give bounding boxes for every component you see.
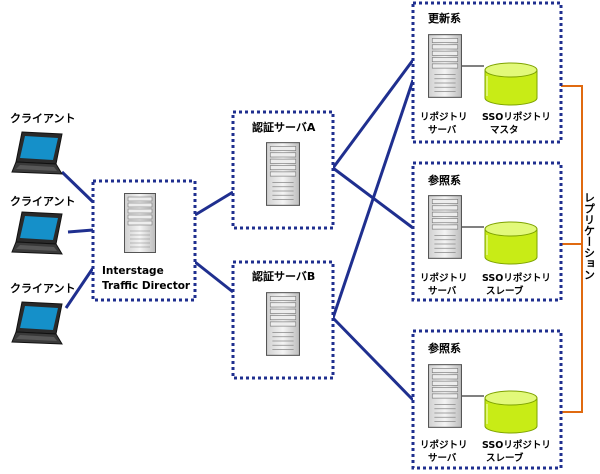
server-icon	[124, 192, 156, 254]
server-label-2: サーバ	[428, 452, 457, 464]
group-title: 参照系	[428, 173, 461, 187]
laptop-icon	[11, 131, 63, 175]
client-label: クライアント	[10, 195, 76, 208]
reference-group-1-box: 参照系 リポジトリ サーバ SSOリポジトリ スレーブ	[411, 161, 563, 302]
auth-server-b-label: 認証サーバB	[252, 269, 315, 283]
server-icon	[266, 142, 300, 206]
link-td-authB	[194, 260, 234, 294]
link-td-authA	[194, 190, 234, 217]
client-label: クライアント	[10, 282, 76, 295]
group-title: 更新系	[428, 11, 461, 25]
db-label-2: マスタ	[490, 124, 519, 136]
server-label-2: サーバ	[428, 285, 457, 297]
server-label-1: リポジトリ	[420, 272, 468, 284]
database-icon	[484, 390, 538, 434]
traffic-director-box: Interstage Traffic Director	[91, 179, 197, 302]
reference-group-2-box: 参照系 リポジトリ サーバ SSOリポジトリ スレーブ	[411, 329, 563, 470]
client-label: クライアント	[10, 112, 76, 125]
auth-server-a-label: 認証サーバA	[252, 120, 316, 134]
laptop-icon	[11, 211, 63, 255]
link-authB-ref2	[331, 316, 415, 402]
replication-label: レプリケーション	[583, 192, 596, 280]
link-authA-update	[331, 59, 415, 169]
db-label-1: SSOリポジトリ	[482, 111, 551, 123]
link-client3-td	[64, 267, 95, 309]
network-links	[60, 59, 415, 402]
db-label-2: スレーブ	[486, 452, 524, 464]
client-1: クライアント	[10, 112, 76, 175]
update-group-box: 更新系 リポジトリ サーバ SSOリポジトリ マスタ	[411, 1, 563, 144]
server-icon	[266, 292, 300, 356]
repository-server-icon	[428, 364, 462, 428]
traffic-director-label-2: Traffic Director	[102, 280, 191, 292]
link-authB-update	[331, 79, 415, 319]
client-3: クライアント	[10, 282, 76, 345]
repository-server-icon	[428, 195, 462, 259]
group-title: 参照系	[428, 341, 461, 355]
auth-server-b-box: 認証サーバB	[231, 260, 335, 380]
db-label-1: SSOリポジトリ	[482, 439, 551, 451]
database-icon	[484, 62, 538, 106]
auth-server-a-box: 認証サーバA	[231, 110, 335, 230]
server-label-2: サーバ	[428, 124, 457, 136]
link-client2-td	[67, 228, 94, 234]
client-2: クライアント	[10, 195, 76, 255]
repository-server-icon	[428, 34, 462, 98]
db-label-1: SSOリポジトリ	[482, 272, 551, 284]
server-label-1: リポジトリ	[420, 111, 468, 123]
server-label-1: リポジトリ	[420, 439, 468, 451]
link-client1-td	[60, 170, 95, 204]
db-label-2: スレーブ	[486, 285, 524, 297]
traffic-director-label-1: Interstage	[102, 265, 164, 277]
laptop-icon	[11, 301, 63, 345]
database-icon	[484, 221, 538, 265]
